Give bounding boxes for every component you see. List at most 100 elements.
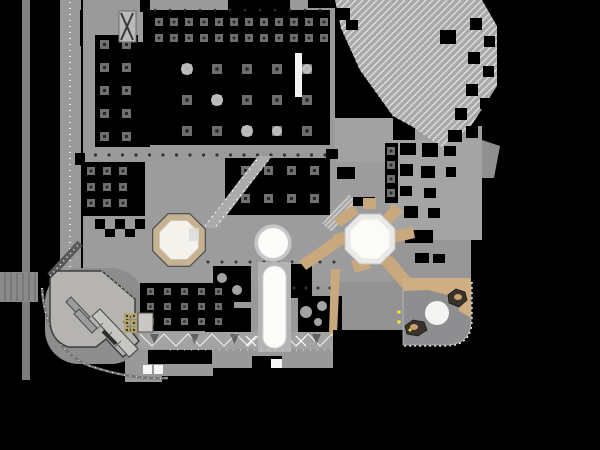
paver-dot [147, 153, 152, 157]
stair-band-west [0, 272, 38, 302]
tree-cell-dot [277, 36, 281, 40]
tree-cell-dot [275, 98, 279, 102]
tree-cell-dot [125, 89, 128, 92]
building-walkway-tick [96, 322, 104, 330]
roof-vent [440, 30, 456, 44]
tree-cell-dot [200, 320, 203, 323]
tree-cell-dot [103, 66, 106, 69]
tree-cell-dot [305, 98, 309, 102]
tree-cell-dot [166, 290, 169, 293]
walkway-dot-row-south-2 [292, 286, 332, 290]
tree-cell-dot [187, 36, 191, 40]
paver-dot [318, 260, 322, 264]
pavement-void-bottom-2 [162, 376, 217, 386]
paver-dot [309, 153, 314, 157]
tree-cell-dot [277, 20, 281, 24]
top-edge-black-2 [308, 0, 335, 8]
tree-cell-dot [105, 201, 109, 205]
roof-east-taper [482, 140, 500, 178]
paver-dot [168, 8, 172, 12]
diagonal-walkway-edge-2 [215, 156, 272, 227]
tree-cell-dot [133, 322, 135, 324]
hatch-line [389, 0, 497, 148]
escalator-cross-2 [120, 12, 134, 41]
tree-cell-dot [185, 129, 189, 133]
tree-canopy-blob [302, 64, 312, 74]
tree-cell-dot [322, 20, 326, 24]
tree-canopy-blob [317, 301, 327, 311]
hatch-line [335, 0, 406, 148]
hatch-line [445, 0, 497, 148]
tree-court-north [150, 10, 330, 145]
tree-cell-dot [157, 20, 161, 24]
tree-cell-dot [244, 169, 247, 172]
tree-cell-dot [292, 20, 296, 24]
hatch-line [396, 0, 497, 148]
roof-vent [470, 18, 482, 30]
plaza-edge-arc [41, 287, 169, 379]
building-dark-diag [101, 329, 118, 346]
tree-cell-dot [126, 315, 128, 317]
roof-opening [444, 146, 456, 156]
tree-cell-dot [172, 20, 176, 24]
building-stair-2 [73, 308, 98, 334]
tree-cell-dot [389, 191, 393, 195]
paver-dot [198, 8, 202, 12]
pavement-void [148, 350, 212, 364]
reflecting-pool [262, 265, 287, 349]
roof-opening [326, 149, 338, 159]
tree-cell-dot [313, 169, 316, 172]
roof-vent [484, 36, 495, 47]
street-strip-far-left [22, 0, 30, 380]
hedge-diagonal [47, 240, 83, 279]
building-annex [137, 312, 154, 333]
paver-dot [323, 153, 327, 157]
tree-cell-dot [275, 67, 279, 71]
paver-dot [215, 153, 219, 157]
tree-cell-dot [185, 98, 189, 102]
tree-cell-dot [103, 135, 106, 138]
tree-canopy-blob [300, 306, 312, 318]
roof-shadow [336, 8, 350, 20]
tan-path-nw [334, 205, 359, 227]
tree-cell-dot [105, 169, 109, 173]
roof-opening [400, 164, 413, 176]
paver-dot [183, 8, 187, 12]
paver-dot [292, 286, 296, 290]
tree-cell-dot [149, 290, 152, 293]
tree-cell-dot [245, 98, 249, 102]
tree-cell-dot [217, 36, 221, 40]
tree-cell-dot [307, 20, 311, 24]
terrace-planter-sw-fill [410, 324, 418, 330]
tree-cell-dot [245, 67, 249, 71]
hatch-line [335, 0, 455, 148]
tree-cell-dot [89, 169, 93, 173]
hatch-line [322, 194, 353, 232]
marker-dot-yellow [408, 328, 412, 332]
hatch-line [335, 0, 448, 148]
top-edge-black-1 [228, 0, 290, 10]
tree-grid-southwest [147, 288, 222, 325]
tree-cell-dot [217, 20, 221, 24]
tree-cell-dot [202, 36, 206, 40]
tree-canopy-blob [217, 273, 227, 283]
tree-cell-dot [305, 129, 309, 133]
roof-east-black-bar [385, 143, 398, 203]
roof-opening [424, 188, 436, 198]
tree-cell-dot [232, 20, 236, 24]
hatch-line [403, 0, 497, 148]
paver-dot [188, 153, 192, 157]
terrace-planter-ne-fill [454, 294, 462, 300]
tree-canopy-blob [241, 125, 253, 137]
tree-grid-north-dense [155, 18, 328, 42]
tree-cell-dot [215, 67, 219, 71]
paver-dot [242, 153, 246, 157]
tree-cell-dot [105, 185, 109, 189]
tree-canopy-blob [314, 318, 322, 326]
hatch-line [335, 0, 385, 148]
walkway-dot-row-north [153, 8, 322, 12]
tree-cell-dot [103, 89, 106, 92]
paver-dot [282, 153, 287, 157]
canopy-dark-bay [230, 334, 239, 344]
